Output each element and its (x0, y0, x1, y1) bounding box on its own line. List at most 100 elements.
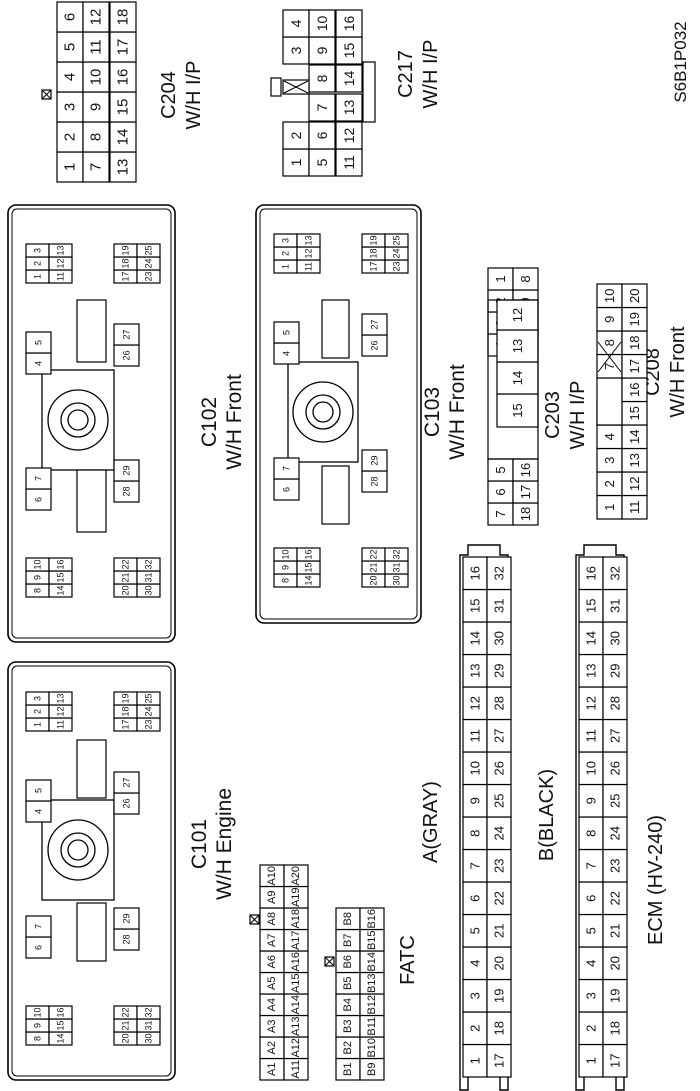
blocks-c101-pin-label: 12 (56, 706, 66, 716)
ecm-a-pin-cell (462, 816, 488, 851)
ecm-b-pin-cell (578, 556, 604, 591)
ecm-a-pin-label: 30 (492, 631, 507, 645)
c217-pin-cell (282, 121, 310, 150)
blocks-c101-pin-label: 32 (144, 1007, 154, 1017)
ecm-a-pin-label: 14 (468, 631, 483, 645)
ecm-a-pin-label: 25 (492, 794, 507, 808)
blocks-c101-pin-label: 6 (34, 945, 44, 950)
c101-slot (76, 739, 107, 799)
c101-center-mid (60, 832, 96, 868)
c217-pin-label: 4 (288, 19, 304, 27)
ecm-b-pin-cell (602, 1043, 628, 1078)
c102-slot (76, 469, 107, 533)
c204-pin-cell (56, 151, 84, 183)
c203-pin-label: 6 (493, 488, 508, 495)
blocks-c103-pin-label: 16 (304, 549, 314, 559)
c204-pin-label: 12 (88, 9, 105, 26)
blocks-c102-pin-cell (25, 331, 52, 354)
ecm-a-pin-cell (486, 621, 512, 656)
ecm-b-pin-label: 31 (608, 599, 623, 613)
blocks-c102-pin-cell (113, 323, 140, 346)
fatc-b-pin-label: B8 (342, 912, 354, 925)
blocks-c102-pin-label: 7 (34, 476, 44, 481)
fatc-a-pin-grid: A1A2A3A4A5A6A7A8A9A10A11A12A13A14A15A16A… (259, 864, 309, 1081)
blocks-c102-pin-label: 23 (144, 271, 154, 281)
blocks-c101-pin-label: 8 (33, 1036, 43, 1041)
blocks-c103-pin-label: 12 (304, 248, 314, 258)
c101-pin-blocks: 1231112131718192324254526276728298910141… (25, 691, 161, 1046)
c103-center-mid (305, 394, 341, 430)
ecm-a-connector: 1234567891011121314151617181920212223242… (459, 544, 512, 1091)
ecm-b-pin-label: 3 (584, 992, 599, 999)
fatc-b-pin-label: B11 (366, 1017, 378, 1036)
c101-desc: W/H Engine (213, 788, 236, 900)
ecm-a-pin-label: 4 (468, 960, 483, 967)
blocks-c103-pin-label: 9 (281, 565, 291, 570)
c217-pin-label: 3 (288, 46, 304, 54)
c204-pin-label: 4 (62, 73, 79, 81)
c203-mid-frame (487, 299, 539, 460)
c204-pin-cell (82, 91, 110, 123)
ecm-b-pin-label: 14 (584, 631, 599, 645)
c208-pin-label: 16 (627, 383, 642, 397)
blocks-c103-pin-label: 18 (369, 248, 379, 258)
label-c103: C103 W/H Front (421, 364, 469, 460)
blocks-c103-pin-label: 10 (281, 549, 291, 559)
c101-center-frame (41, 799, 115, 901)
blocks-c102-pin-label: 15 (56, 572, 66, 582)
blocks-c102-pin-label: 27 (122, 329, 132, 339)
ecm-b-pin-label: 20 (608, 956, 623, 970)
c217-name: C217 (395, 50, 417, 98)
ecm-a-pin-label: 17 (492, 1054, 507, 1068)
ecm-a-pin-grid: 1234567891011121314151617181920212223242… (462, 556, 512, 1078)
blocks-c101-pin-label: 30 (144, 1033, 154, 1043)
fatc-b-pin-label: B10 (366, 1038, 378, 1058)
ecm-b-pin-cell (602, 881, 628, 916)
fatc-a-pin-label: A11 (290, 1060, 302, 1079)
ecm-a-pin-label: 1 (468, 1057, 483, 1064)
c204-pin-label: 7 (88, 163, 105, 171)
blocks-c102-pin-label: 12 (56, 258, 66, 268)
ecm-a-pin-label: 28 (492, 696, 507, 710)
blocks-c101-pin-label: 28 (122, 934, 132, 944)
blocks-c101-pin-label: 3 (33, 696, 43, 701)
c203-desc: W/H I/P (567, 381, 589, 450)
c102-center-outer (47, 389, 109, 451)
c204-pin-cell (82, 61, 110, 93)
c217-lock-mark (283, 80, 309, 94)
ecm-b-pin-label: 19 (608, 989, 623, 1003)
c208-pin-label: 19 (627, 312, 642, 326)
c204-pin-cell (109, 31, 137, 63)
blocks-c103-pin-label: 15 (304, 562, 314, 572)
c208-pin-label: 2 (602, 480, 617, 487)
c217-pin-label: 1 (288, 158, 304, 166)
blocks-c101-pin-label: 18 (121, 706, 131, 716)
c204-pin-label: 17 (115, 39, 132, 56)
c217-pin-label: 6 (314, 131, 330, 139)
ecm-b-pin-cell (602, 946, 628, 981)
blocks-c103-pin-cell (296, 233, 321, 248)
label-b-black: B(BLACK) (536, 769, 558, 861)
ecm-b-pin-label: 12 (584, 696, 599, 710)
ecm-b-pin-cell (578, 783, 604, 818)
c204-pin-label: 8 (88, 133, 105, 141)
c208-pin-label: 13 (627, 453, 642, 467)
c208-pin-label: 11 (627, 501, 642, 515)
label-c203: C203 W/H I/P (542, 381, 589, 450)
ecm-b-pin-label: 16 (584, 566, 599, 580)
blocks-c101-pin-label: 17 (121, 719, 131, 729)
ecm-b-pin-label: 9 (584, 797, 599, 804)
fatc-a-pin-label: A4 (266, 998, 278, 1011)
fatc-a-pin-label: A16 (290, 952, 302, 972)
c217-pin-label: 11 (341, 155, 357, 170)
c203-name: C203 (542, 391, 564, 439)
c208-pin-label: 12 (627, 477, 642, 491)
blocks-c101-pin-cell (136, 691, 161, 706)
blocks-c103-pin-label: 17 (369, 261, 379, 271)
c208-pin-cell (621, 283, 648, 309)
fatc-b-pin-label: B7 (342, 934, 354, 947)
c204-lock-mark (41, 89, 52, 100)
c217-pin-label: 8 (314, 74, 330, 82)
